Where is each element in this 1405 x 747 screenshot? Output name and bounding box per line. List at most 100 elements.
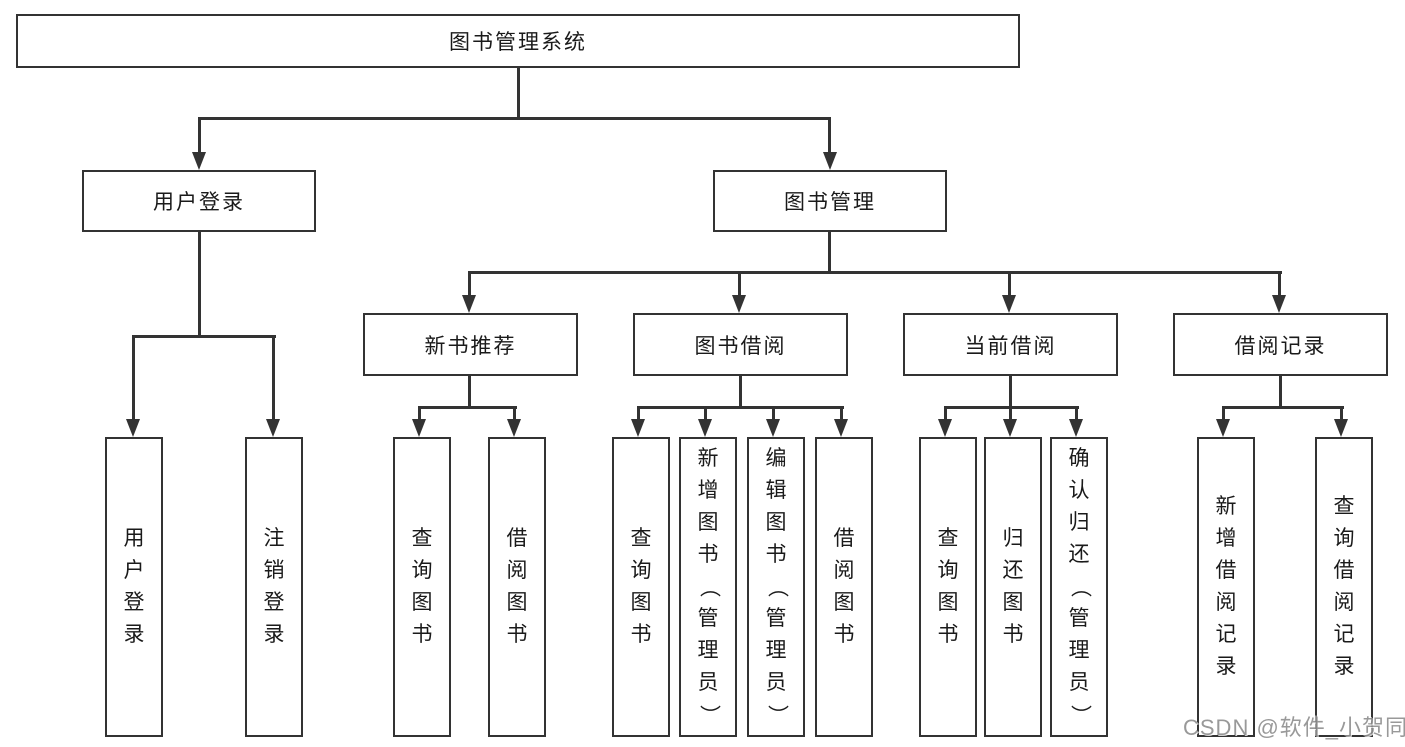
vertical-char: 销 (263, 559, 285, 582)
vertical-char: 询 (937, 559, 959, 582)
vertical-char: 录 (123, 623, 145, 646)
connector-drop (468, 271, 471, 297)
connector-drop (132, 335, 135, 421)
node-label: 归还图书 (986, 439, 1040, 735)
vertical-char: 还 (1068, 543, 1090, 566)
arrow-down (823, 152, 837, 170)
vertical-char: 确 (1068, 447, 1090, 470)
connector-stem (468, 376, 471, 408)
node-new-book-recommend: 新书推荐 (363, 313, 578, 376)
connector-stem (828, 232, 831, 274)
leaf-query-books: 查询图书 (393, 437, 451, 737)
connector-drop (704, 406, 707, 421)
vertical-char: 员 (765, 671, 787, 694)
node-label: 查询借阅记录 (1317, 439, 1371, 735)
vertical-char: 归 (1002, 527, 1024, 550)
arrow-down (631, 419, 645, 437)
vertical-char: 编 (765, 447, 787, 470)
vertical-char: 户 (123, 559, 145, 582)
connector-drop (272, 335, 275, 421)
node-label: 用户登录 (153, 191, 245, 214)
node-label: 新书推荐 (424, 334, 517, 358)
connector-branch (637, 406, 844, 409)
vertical-char: 图 (697, 511, 719, 534)
connector-drop (840, 406, 843, 421)
connector-drop (418, 406, 421, 421)
arrow-down (192, 152, 206, 170)
vertical-char: 书 (1002, 623, 1024, 646)
connector-drop (772, 406, 775, 421)
leaf-borrow-books: 借阅图书 (488, 437, 546, 737)
node-label: 借阅记录 (1234, 334, 1327, 358)
leaf-borrow-books: 借阅图书 (815, 437, 873, 737)
vertical-char: 管 (697, 607, 719, 630)
connector-branch (1222, 406, 1344, 409)
vertical-char: 借 (1333, 559, 1355, 582)
arrow-down (732, 295, 746, 313)
leaf-logout: 注销登录 (245, 437, 303, 737)
vertical-char: 记 (1333, 623, 1355, 646)
vertical-char: 管 (1068, 607, 1090, 630)
connector-branch (418, 406, 517, 409)
node-label: 确认归还（管理员） (1052, 439, 1106, 735)
vertical-char: 图 (630, 591, 652, 614)
node-library-management-system: 图书管理系统 (16, 14, 1020, 68)
arrow-down (462, 295, 476, 313)
connector-drop (198, 117, 201, 155)
vertical-char: 员 (697, 671, 719, 694)
connector-drop (1340, 406, 1343, 421)
connector-drop (637, 406, 640, 421)
arrow-down (1069, 419, 1083, 437)
vertical-char: 书 (630, 623, 652, 646)
vertical-char: ） (697, 704, 720, 726)
leaf-add-book-admin: 新增图书（管理员） (679, 437, 737, 737)
node-book-management: 图书管理 (713, 170, 947, 232)
vertical-char: 图 (937, 591, 959, 614)
arrow-down (1216, 419, 1230, 437)
connector-drop (738, 271, 741, 297)
vertical-char: 登 (123, 591, 145, 614)
vertical-char: 用 (123, 527, 145, 550)
vertical-char: 借 (1215, 559, 1237, 582)
leaf-edit-book-admin: 编辑图书（管理员） (747, 437, 805, 737)
connector-drop (1075, 406, 1078, 421)
vertical-char: ） (765, 704, 788, 726)
arrow-down (766, 419, 780, 437)
node-label: 查询图书 (614, 439, 668, 735)
leaf-query-books: 查询图书 (612, 437, 670, 737)
leaf-query-borrow-record: 查询借阅记录 (1315, 437, 1373, 737)
node-label: 编辑图书（管理员） (749, 439, 803, 735)
arrow-down (126, 419, 140, 437)
vertical-char: 书 (697, 543, 719, 566)
connector-stem (739, 376, 742, 408)
vertical-char: 增 (697, 479, 719, 502)
node-user-login: 用户登录 (82, 170, 316, 232)
node-label: 当前借阅 (964, 334, 1057, 358)
connector-branch (198, 117, 831, 120)
vertical-char: 询 (411, 559, 433, 582)
connector-stem (1009, 376, 1012, 408)
vertical-char: 登 (263, 591, 285, 614)
watermark-csdn: CSDN @软件_小贺同学 (1183, 715, 1405, 740)
vertical-char: 录 (263, 623, 285, 646)
arrow-down (266, 419, 280, 437)
arrow-down (1334, 419, 1348, 437)
vertical-char: 理 (1068, 639, 1090, 662)
vertical-char: 询 (1333, 527, 1355, 550)
vertical-char: （ (765, 576, 788, 598)
connector-drop (828, 117, 831, 155)
arrow-down (834, 419, 848, 437)
node-label: 查询图书 (395, 439, 449, 735)
vertical-char: 理 (697, 639, 719, 662)
arrow-down (698, 419, 712, 437)
connector-drop (1278, 271, 1281, 297)
node-label: 图书管理系统 (449, 31, 587, 54)
vertical-char: 图 (833, 591, 855, 614)
vertical-char: 图 (765, 511, 787, 534)
node-book-borrowing: 图书借阅 (633, 313, 848, 376)
vertical-char: 新 (1215, 495, 1237, 518)
vertical-char: 管 (765, 607, 787, 630)
vertical-char: 增 (1215, 527, 1237, 550)
leaf-add-borrow-record: 新增借阅记录 (1197, 437, 1255, 737)
